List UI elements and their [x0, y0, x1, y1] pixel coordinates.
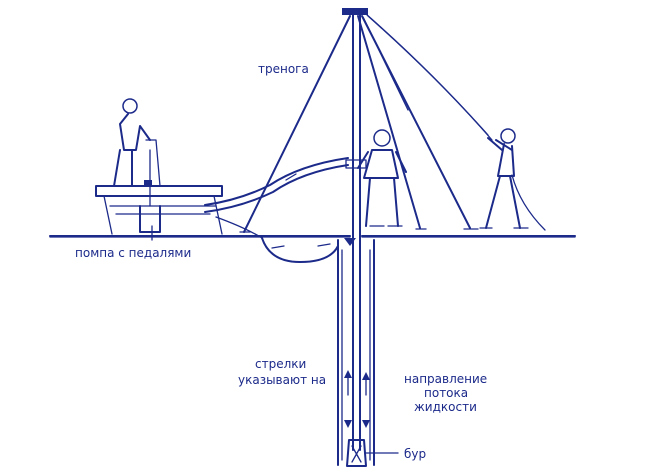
- pedal-pump: [95, 139, 223, 235]
- man-at-pipe: [357, 129, 407, 227]
- arrows-label-line2: указывают на: [238, 373, 327, 387]
- borehole: [337, 239, 375, 466]
- flow-label-line2: потока: [424, 386, 469, 400]
- flow-label-line3: жидкости: [414, 400, 477, 414]
- drill-label: бур: [404, 447, 427, 461]
- mud-pit: [261, 237, 339, 263]
- tripod-label: тренога: [258, 62, 309, 76]
- drill-pipe: [345, 14, 367, 451]
- arrows-label-line1: стрелки: [255, 357, 307, 371]
- man-pulling-rope: [479, 128, 529, 229]
- rope: [365, 13, 546, 231]
- man-on-pump: [107, 98, 151, 187]
- ground-line: [49, 235, 576, 238]
- drill-bit: [346, 439, 367, 467]
- pedal-pump-label: помпа с педалями: [75, 246, 192, 260]
- leader-lines: [151, 225, 399, 454]
- hose: [204, 157, 349, 239]
- flow-label-line1: направление: [404, 372, 488, 386]
- flow-arrows: [344, 238, 370, 428]
